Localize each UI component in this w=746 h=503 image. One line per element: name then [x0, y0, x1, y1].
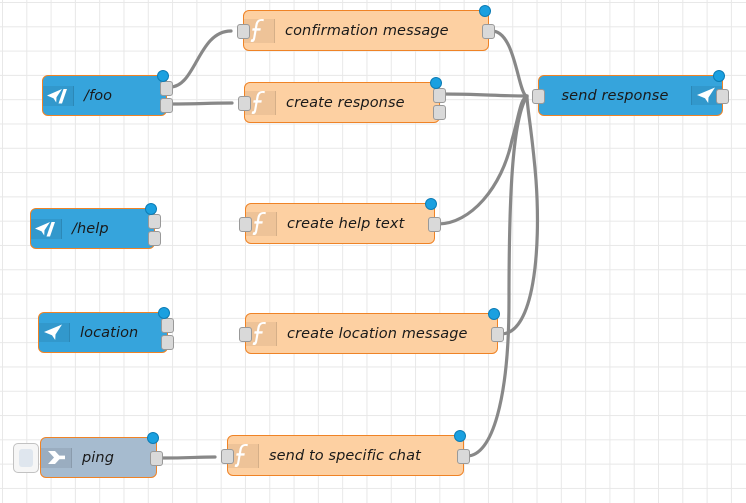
node-body: create response — [245, 83, 439, 122]
wire-confirm-to-sendresp[interactable] — [490, 29, 529, 98]
output-port-0[interactable] — [716, 89, 729, 104]
node-sendchat[interactable]: send to specific chat — [221, 430, 470, 476]
node-label: create response — [286, 94, 405, 111]
node-label: create location message — [287, 325, 468, 342]
node-locmsg[interactable]: create location message — [239, 308, 504, 354]
node-help[interactable]: /help — [30, 203, 161, 249]
node-body: create location message — [246, 314, 497, 353]
output-port-1[interactable] — [160, 97, 173, 113]
node-body: confirmation message — [244, 11, 488, 50]
node-sendresp[interactable]: send response — [532, 70, 729, 116]
wire-helptext-to-sendresp[interactable] — [436, 94, 529, 226]
output-port-0[interactable] — [161, 317, 174, 333]
output-port-0[interactable] — [160, 80, 173, 96]
node-label: confirmation message — [285, 22, 449, 39]
output-port-0[interactable] — [150, 451, 163, 466]
node-body: create help text — [246, 204, 434, 243]
inject-trigger-button[interactable] — [13, 442, 39, 473]
output-port-0[interactable] — [457, 449, 470, 464]
node-createresp[interactable]: create response — [238, 77, 446, 123]
input-port[interactable] — [239, 217, 252, 232]
node-body: send to specific chat — [228, 436, 463, 475]
input-port[interactable] — [238, 96, 251, 111]
node-label: create help text — [287, 215, 405, 232]
unsaved-changes-dot — [479, 5, 491, 17]
node-body: /help — [31, 209, 154, 248]
unsaved-changes-dot — [425, 198, 437, 210]
node-confirm[interactable]: confirmation message — [237, 5, 495, 51]
output-port-0[interactable] — [433, 87, 446, 103]
unsaved-changes-dot — [430, 77, 442, 89]
node-label: ping — [82, 449, 115, 466]
output-port-0[interactable] — [148, 213, 161, 229]
wire-sendchat-to-sendresp[interactable] — [465, 94, 529, 458]
unsaved-changes-dot — [145, 203, 157, 215]
telegram-icon — [691, 86, 722, 105]
telegram-command-icon — [31, 218, 62, 239]
node-location[interactable]: location — [38, 307, 174, 353]
wire-ping-to-sendchat[interactable] — [158, 455, 217, 460]
function-f-icon — [246, 321, 277, 346]
unsaved-changes-dot — [158, 307, 170, 319]
inject-arrow-icon — [41, 447, 72, 468]
output-port-1[interactable] — [148, 230, 161, 246]
output-port-0[interactable] — [491, 327, 504, 342]
input-port[interactable] — [239, 327, 252, 342]
output-port-1[interactable] — [161, 334, 174, 350]
unsaved-changes-dot — [488, 308, 500, 320]
wire-foo-to-createresp[interactable] — [168, 101, 234, 106]
telegram-command-icon — [43, 85, 74, 106]
unsaved-changes-dot — [147, 432, 159, 444]
node-label: send to specific chat — [269, 447, 421, 464]
node-label: /help — [72, 220, 109, 237]
node-label: /foo — [84, 87, 113, 104]
output-port-0[interactable] — [428, 217, 441, 232]
node-label: send response — [561, 87, 669, 104]
node-foo[interactable]: /foo — [42, 70, 173, 116]
wire-createresp-to-sendresp[interactable] — [441, 92, 529, 98]
node-body: send response — [539, 76, 722, 115]
output-port-1[interactable] — [433, 104, 446, 120]
node-body: location — [39, 313, 167, 352]
node-label: location — [80, 324, 139, 341]
input-port[interactable] — [532, 89, 545, 104]
unsaved-changes-dot — [713, 70, 725, 82]
wire-locmsg-to-sendresp[interactable] — [499, 94, 540, 336]
wire-foo-to-confirm[interactable] — [168, 29, 233, 89]
input-port[interactable] — [221, 449, 234, 464]
node-body: ping — [41, 438, 156, 477]
node-helptext[interactable]: create help text — [239, 198, 441, 244]
output-port-0[interactable] — [482, 24, 495, 39]
unsaved-changes-dot — [454, 430, 466, 442]
node-ping[interactable]: ping — [13, 432, 163, 478]
unsaved-changes-dot — [157, 70, 169, 82]
telegram-icon — [39, 323, 70, 342]
input-port[interactable] — [237, 24, 250, 39]
node-body: /foo — [43, 76, 166, 115]
